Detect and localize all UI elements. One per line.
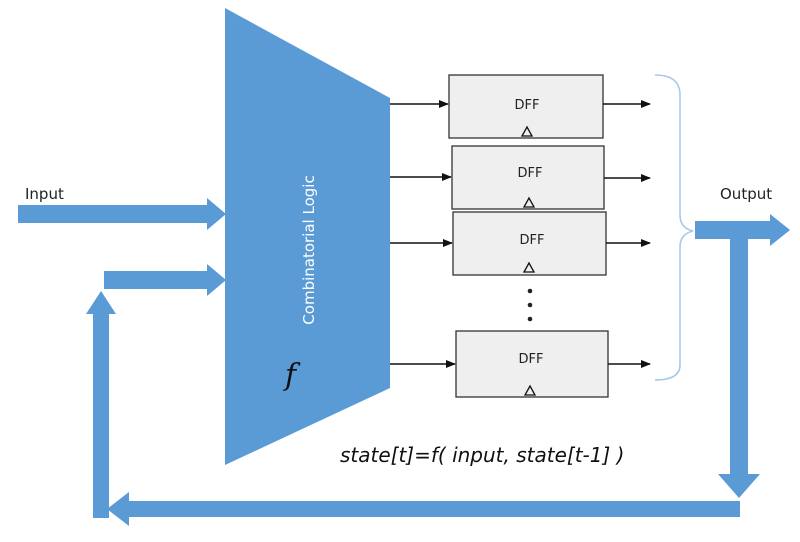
dff-3-label: DFF bbox=[520, 233, 545, 248]
input-arrow bbox=[18, 198, 226, 230]
dff-1-clock-icon bbox=[520, 125, 534, 137]
dff-3-clock-icon bbox=[522, 261, 536, 273]
dff-3: DFF bbox=[390, 211, 651, 276]
dff-2: DFF bbox=[390, 145, 651, 210]
dff-1: DFF bbox=[390, 74, 651, 139]
dff-4: DFF bbox=[390, 330, 651, 398]
combinational-logic-block bbox=[225, 8, 390, 465]
dff-1-label: DFF bbox=[515, 98, 540, 113]
combinational-logic-label: Combinatorial Logic bbox=[300, 175, 318, 324]
state-equation: state[t]=f( input, state[t-1] ) bbox=[340, 443, 624, 467]
dff-4-box bbox=[455, 330, 609, 398]
feedback-arrow-bottom bbox=[107, 492, 740, 526]
feedback-arrow-up bbox=[86, 291, 116, 518]
dff-4-label: DFF bbox=[519, 352, 544, 367]
feedback-arrow-into-logic bbox=[104, 264, 226, 296]
output-brace bbox=[654, 74, 694, 381]
output-arrow bbox=[695, 214, 790, 246]
ellipsis-dots bbox=[527, 288, 533, 322]
dff-2-label: DFF bbox=[518, 166, 543, 181]
dff-2-clock-icon bbox=[522, 196, 536, 208]
dff-4-clock-icon bbox=[523, 384, 537, 396]
feedback-arrow-down bbox=[718, 232, 760, 498]
input-label: Input bbox=[25, 185, 64, 203]
output-label: Output bbox=[720, 185, 772, 203]
